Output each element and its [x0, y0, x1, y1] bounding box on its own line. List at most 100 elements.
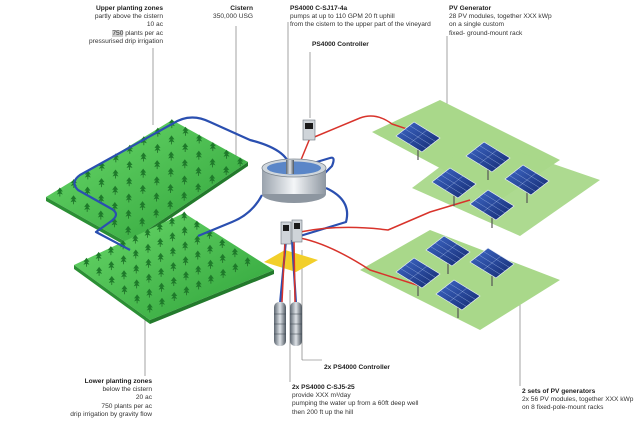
controller-upper-title: PS4000 Controller [312, 41, 369, 48]
vine-plant-icon [219, 253, 226, 263]
vine-plant-icon [126, 177, 133, 187]
vine-plant-icon [107, 246, 114, 256]
cistern-pump-icon [286, 160, 294, 174]
vine-plant-icon [121, 270, 127, 280]
vine-plant-icon [167, 167, 174, 177]
pv-generators-title: 2 sets of PV generators [522, 388, 596, 395]
vine-plant-icon [120, 255, 127, 265]
vine-plant-icon [196, 134, 203, 144]
solar-panel-icon [395, 257, 441, 296]
lower-zone-label: Lower planting zones below the cistern 2… [70, 378, 152, 419]
vine-plant-icon [195, 265, 202, 275]
pv-generator-line: 28 PV modules, together XXX kWp [449, 13, 552, 21]
vine-plant-icon [181, 226, 188, 236]
solar-panel-icon [469, 189, 515, 228]
vine-plant-icon [223, 149, 230, 159]
vine-plant-icon [125, 225, 132, 235]
vine-plant-icon [182, 143, 189, 152]
vine-plant-icon [219, 238, 226, 248]
vine-plant-icon [96, 266, 103, 276]
vine-plant-icon [181, 211, 188, 221]
solar-panel-icon [435, 279, 481, 318]
vine-plant-icon [167, 200, 174, 210]
vine-plant-icon [158, 267, 165, 277]
power-cables [281, 115, 471, 303]
pv-generator-title: PV Generator [449, 5, 492, 12]
vine-plant-icon [207, 274, 214, 284]
vine-plant-icon [146, 288, 153, 298]
vine-plant-icon [84, 170, 91, 180]
vine-plant-icon [169, 217, 175, 227]
controllers-lower-title: 2x PS4000 Controller [324, 364, 390, 371]
water-pipes [73, 116, 349, 305]
pumps-lower-line: provide XXX m³/day [292, 392, 351, 400]
controllers-lower-label: 2x PS4000 Controller [324, 364, 390, 372]
pv-generators-line: on 8 fixed-pole-mount racks [522, 404, 604, 412]
lower-zone-line: below the cistern [102, 386, 152, 394]
vine-plant-icon [134, 294, 141, 304]
upper-zone-title: Upper planting zones [95, 5, 163, 12]
vine-plant-icon [169, 232, 176, 242]
vine-plant-icon [209, 142, 216, 152]
solar-panel-icon [431, 167, 477, 206]
upper-zone-label: Upper planting zones partly above the ci… [89, 5, 163, 46]
pumps-lower-label: 2x PS4000 C-SJ5-25 provide XXX m³/day pu… [292, 384, 418, 417]
solar-panel-icon [395, 121, 441, 160]
pump-upper-line: pumps at up to 110 GPM 20 ft uphill [290, 13, 395, 21]
solar-panel-icon [425, 235, 471, 274]
vine-plant-icon [112, 185, 119, 195]
vine-plant-icon [108, 276, 115, 286]
vine-plant-icon [112, 153, 119, 163]
vine-plant-icon [182, 126, 189, 136]
pumps-lower-line: pumping the water up from a 60ft deep we… [292, 400, 419, 408]
vine-plant-icon [244, 257, 251, 267]
vine-plant-icon [195, 280, 202, 290]
vine-plant-icon [108, 261, 115, 271]
vine-plant-icon [232, 263, 239, 273]
vine-plant-icon [145, 258, 152, 268]
vine-plant-icon [56, 187, 63, 197]
vine-plant-icon [111, 218, 118, 228]
pumps-lower-title: 2x PS4000 C-SJ5-25 [292, 384, 355, 391]
pv-generators-line: 2x 56 PV modules, together XXX kWp [522, 396, 634, 404]
vine-plant-icon [156, 223, 163, 233]
pv-generator-line: on a single custom [449, 21, 504, 29]
vine-plant-icon [98, 178, 105, 188]
vine-plant-icon [97, 210, 104, 220]
pv-generators-label: 2 sets of PV generators 2x 56 PV modules… [522, 388, 633, 413]
vine-plant-icon [125, 209, 132, 219]
solar-panel-icon [504, 164, 550, 203]
vine-plant-icon [70, 195, 77, 205]
vine-plant-icon [220, 268, 227, 278]
vine-plant-icon [154, 160, 161, 170]
vine-plant-icon [84, 202, 91, 212]
vine-plant-icon [181, 175, 188, 185]
pv-generator-label: PV Generator 28 PV modules, together XXX… [449, 5, 552, 38]
vine-plant-icon [195, 183, 202, 193]
pv-generator-line: fixed- ground-mount rack [449, 29, 523, 37]
vine-plant-icon [133, 279, 140, 289]
vine-plant-icon [171, 291, 178, 301]
vine-plant-icon [154, 143, 161, 153]
vine-plant-icon [206, 229, 213, 239]
vine-plant-icon [168, 135, 175, 145]
vine-plant-icon [223, 166, 230, 175]
vine-plant-icon [95, 251, 102, 261]
lower-zone-line: 750 plants per ac [101, 402, 152, 410]
pump-upper-line: from the cistern to the upper part of th… [290, 21, 431, 29]
lower-zone-title: Lower planting zones [84, 378, 152, 385]
pump-upper-label: PS4000 C-SJ17-4a pumps at up to 110 GPM … [290, 5, 431, 30]
lower-zone-line: 20 ac [135, 394, 152, 402]
pv-generator-pad [412, 138, 600, 236]
cistern-capacity: 350,000 USG [213, 13, 253, 21]
pv-generators-pad [360, 230, 560, 330]
vine-plant-icon [83, 257, 90, 267]
leader-lines [144, 22, 521, 386]
vine-plant-icon [168, 151, 175, 161]
vine-plant-icon [112, 169, 119, 179]
vine-plant-icon [209, 174, 216, 184]
vine-plant-icon [195, 166, 202, 176]
vine-plant-icon [157, 252, 164, 262]
vine-plant-icon [126, 161, 133, 170]
